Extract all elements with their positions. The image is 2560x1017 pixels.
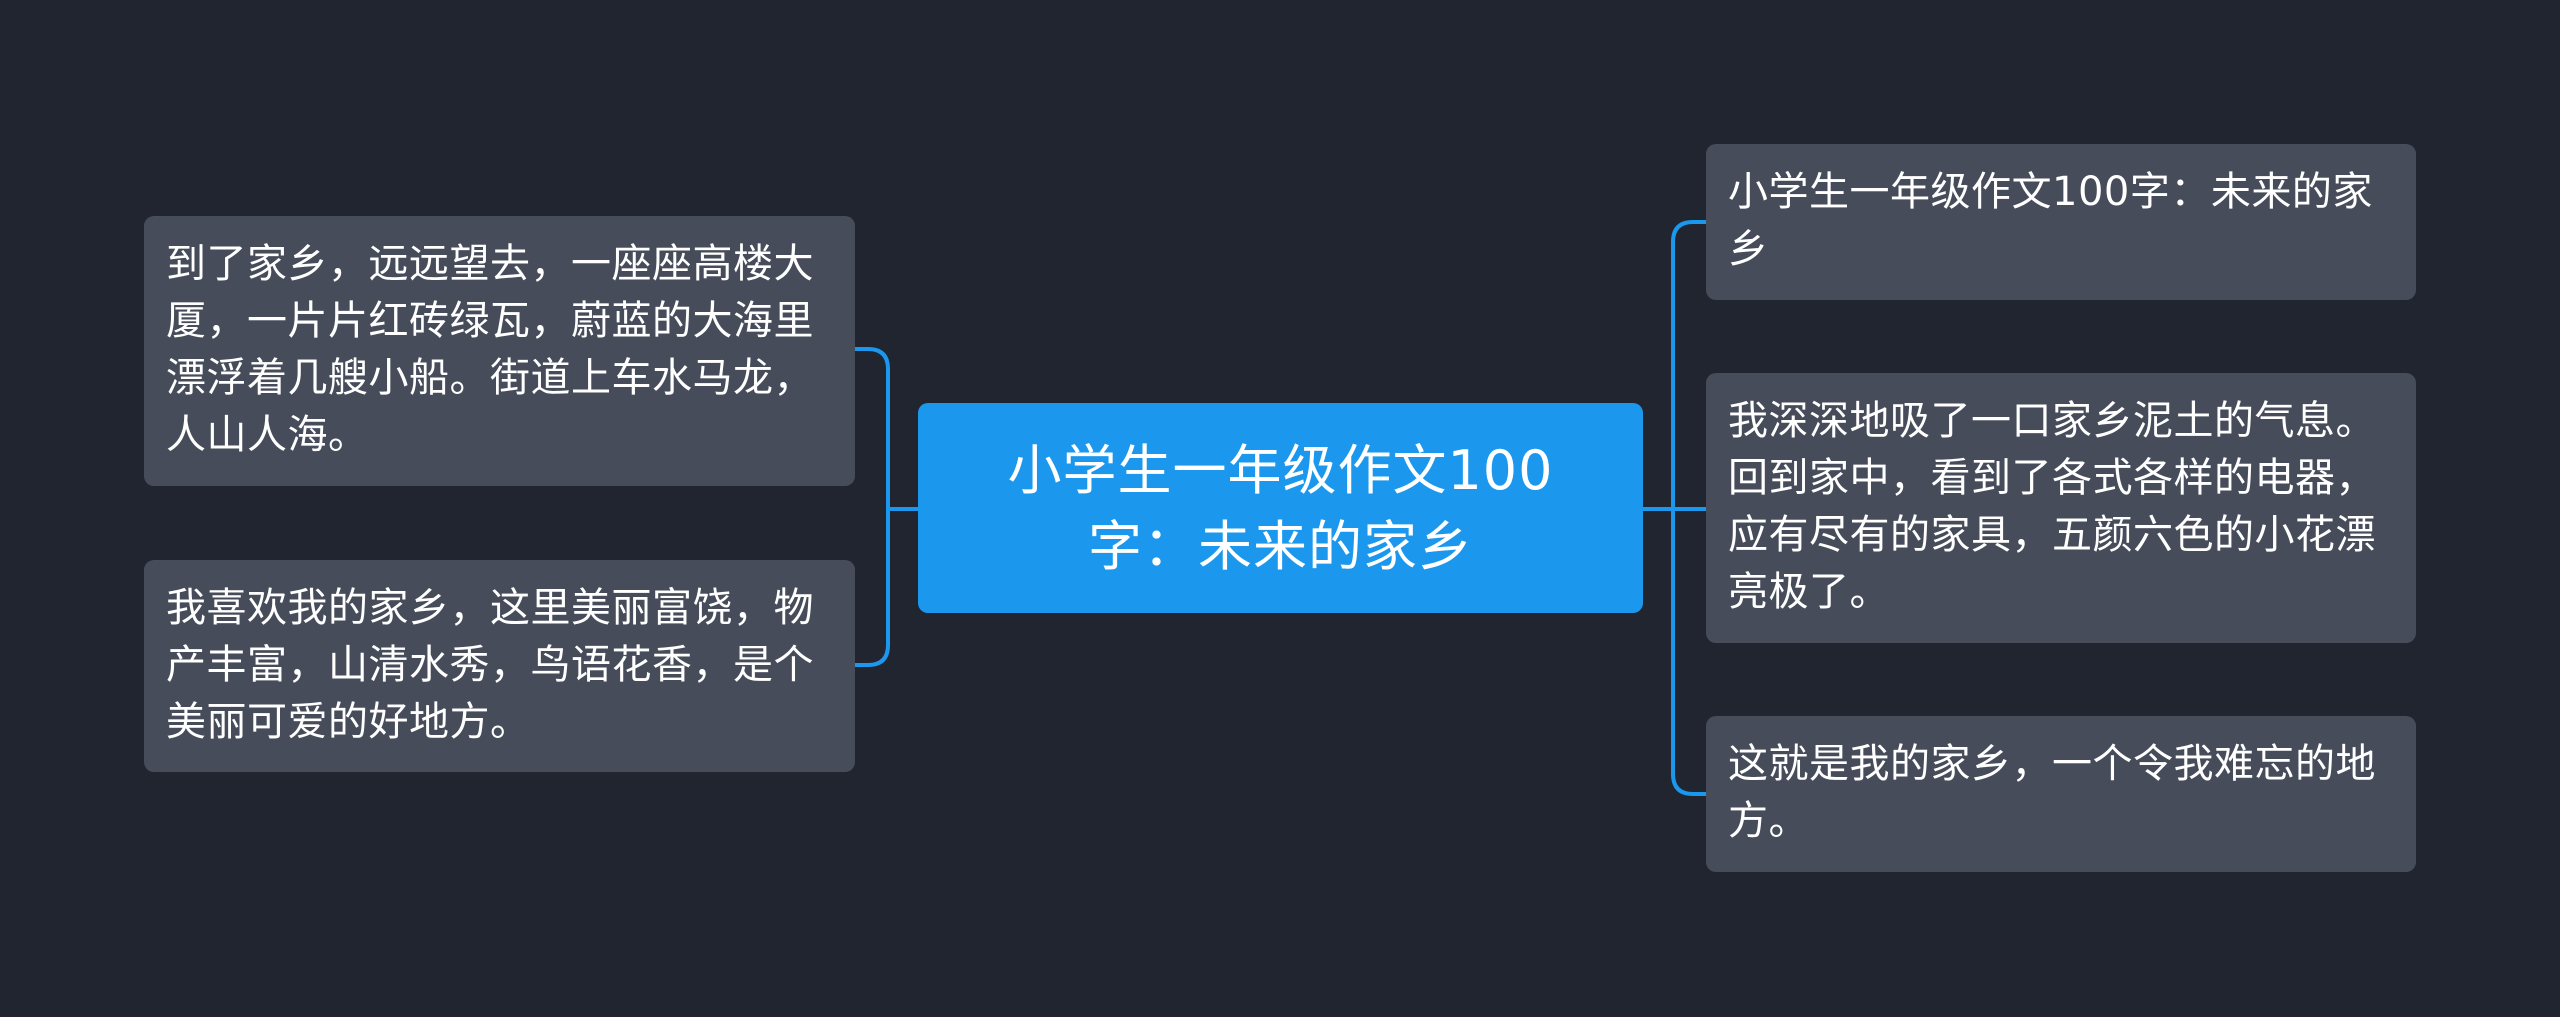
- connector-right-1: [1671, 220, 1706, 509]
- left-branch-1-text: 到了家乡，远远望去，一座座高楼大厦，一片片红砖绿瓦，蔚蓝的大海里漂浮着几艘小船。…: [166, 241, 814, 458]
- right-branch-1[interactable]: 小学生一年级作文100字：未来的家乡: [1706, 144, 2416, 300]
- connector-left-2: [855, 509, 890, 667]
- right-branch-1-text: 小学生一年级作文100字：未来的家乡: [1728, 169, 2373, 272]
- left-branch-2-text: 我喜欢我的家乡，这里美丽富饶，物产丰富，山清水秀，鸟语花香，是个美丽可爱的好地方…: [166, 585, 814, 745]
- right-branch-3[interactable]: 这就是我的家乡，一个令我难忘的地方。: [1706, 716, 2416, 872]
- right-branch-2[interactable]: 我深深地吸了一口家乡泥土的气息。回到家中，看到了各式各样的电器，应有尽有的家具，…: [1706, 373, 2416, 643]
- left-branch-2[interactable]: 我喜欢我的家乡，这里美丽富饶，物产丰富，山清水秀，鸟语花香，是个美丽可爱的好地方…: [144, 560, 855, 772]
- right-branch-2-text: 我深深地吸了一口家乡泥土的气息。回到家中，看到了各式各样的电器，应有尽有的家具，…: [1728, 398, 2376, 615]
- connector-right-3: [1671, 509, 1706, 796]
- connector-left-1: [855, 347, 890, 509]
- left-branch-1[interactable]: 到了家乡，远远望去，一座座高楼大厦，一片片红砖绿瓦，蔚蓝的大海里漂浮着几艘小船。…: [144, 216, 855, 486]
- central-topic[interactable]: 小学生一年级作文100字：未来的家乡: [918, 403, 1643, 613]
- central-topic-text: 小学生一年级作文100字：未来的家乡: [1007, 439, 1554, 578]
- right-branch-3-text: 这就是我的家乡，一个令我难忘的地方。: [1728, 741, 2376, 844]
